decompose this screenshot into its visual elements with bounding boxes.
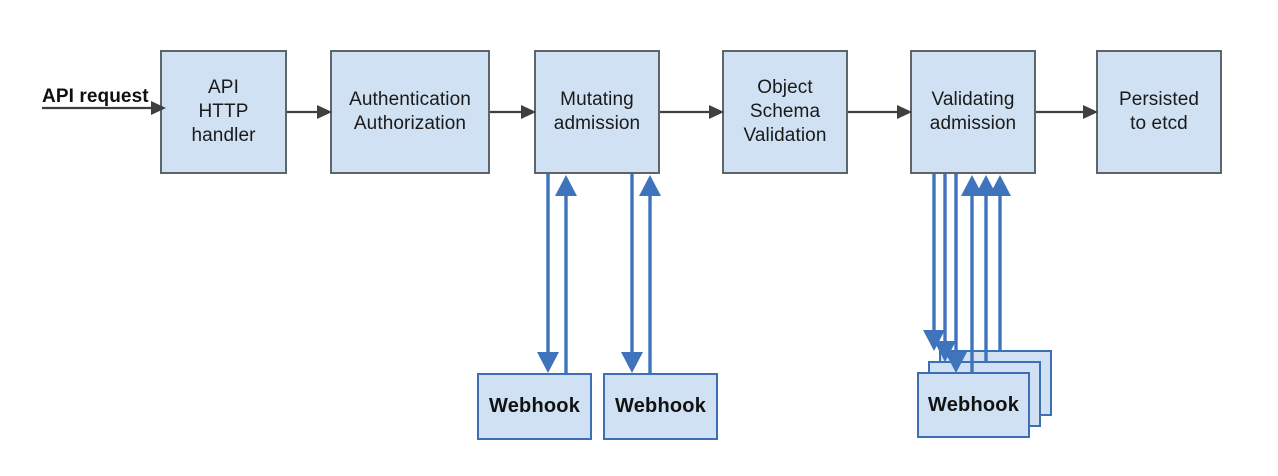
webhook-label-validating: Webhook: [927, 393, 1020, 416]
stage-label-validating-admission: Validating admission: [929, 89, 1017, 134]
webhook-box-validating-front[interactable]: Webhook: [917, 372, 1030, 438]
api-request-label: API request: [42, 86, 149, 107]
connector-mutating-to-webhook-2-down: [621, 174, 643, 373]
stage-box-api-http-handler[interactable]: API HTTP handler: [160, 50, 287, 174]
stage-label-persisted-to-etcd: Persisted to etcd: [1118, 89, 1200, 134]
webhook-box-mutating-2[interactable]: Webhook: [603, 373, 718, 440]
stage-box-validating-admission[interactable]: Validating admission: [910, 50, 1036, 174]
stage-box-persisted-to-etcd[interactable]: Persisted to etcd: [1096, 50, 1222, 174]
connector-webhook-2-to-mutating-up: [639, 175, 661, 373]
connector-schema-to-validating: [848, 105, 912, 119]
connector-mutating-to-schema: [660, 105, 724, 119]
stage-label-authentication-authorization: Authentication Authorization: [349, 89, 471, 134]
stage-label-object-schema-validation: Object Schema Validation: [743, 77, 827, 146]
webhook-label-mutating-2: Webhook: [614, 395, 707, 417]
stage-label-api-http-handler: API HTTP handler: [191, 77, 256, 146]
connector-handler-to-auth: [287, 105, 332, 119]
connector-mutating-to-webhook-1-down: [537, 174, 559, 373]
connector-webhook-stack-to-validating-up-3: [989, 175, 1011, 351]
webhook-label-mutating-1: Webhook: [488, 395, 581, 417]
connector-webhook-stack-to-validating-up-2: [975, 175, 997, 362]
stage-box-mutating-admission[interactable]: Mutating admission: [534, 50, 660, 174]
stage-label-mutating-admission: Mutating admission: [553, 89, 641, 134]
connector-webhook-stack-to-validating-up-1: [961, 175, 983, 373]
stage-box-object-schema-validation[interactable]: Object Schema Validation: [722, 50, 848, 174]
connector-validating-to-etcd: [1036, 105, 1098, 119]
connector-webhook-1-to-mutating-up: [555, 175, 577, 373]
connector-validating-to-webhook-stack-down-3: [945, 174, 967, 373]
connector-validating-to-webhook-stack-down-1: [923, 174, 945, 351]
webhook-box-mutating-1[interactable]: Webhook: [477, 373, 592, 440]
stage-box-authentication-authorization[interactable]: Authentication Authorization: [330, 50, 490, 174]
connector-validating-to-webhook-stack-down-2: [934, 174, 956, 362]
connector-auth-to-mutating: [490, 105, 536, 119]
